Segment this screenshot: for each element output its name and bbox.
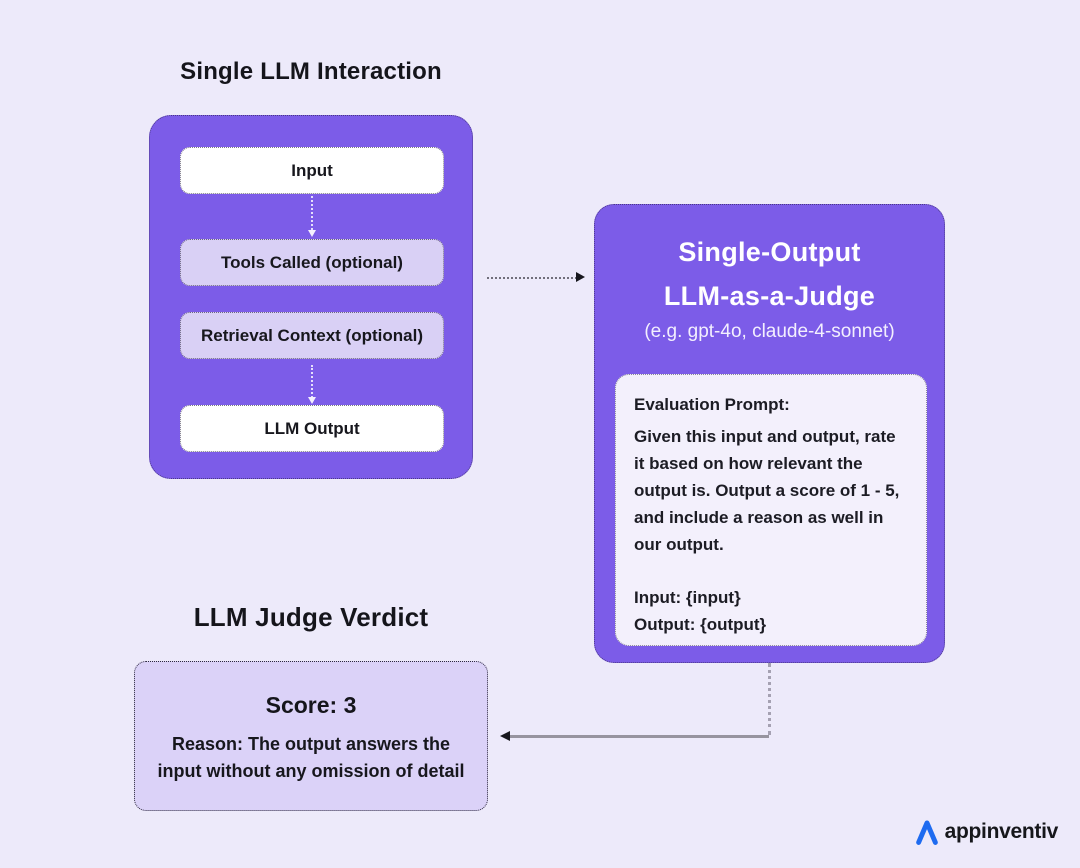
verdict-reason-line2: input without any omission of detail: [157, 761, 465, 781]
verdict-reason-line1: Reason: The output answers the: [171, 734, 451, 754]
single-llm-interaction-panel: Input Tools Called (optional) Retrieval …: [149, 115, 473, 479]
connector-flow-to-judge: [487, 277, 577, 279]
verdict-score: Score: 3: [265, 692, 357, 718]
evaluation-prompt-label: Evaluation Prompt:: [634, 395, 790, 414]
step-retrieval-context: Retrieval Context (optional): [180, 312, 444, 359]
verdict-box: Score: 3 Reason: The output answers the …: [134, 661, 488, 811]
arrow-left-icon: [495, 731, 510, 741]
step-llm-output: LLM Output: [180, 405, 444, 452]
arrow-down-icon: [308, 397, 316, 408]
llm-as-a-judge-panel: Single-Output LLM-as-a-Judge (e.g. gpt-4…: [594, 204, 945, 663]
prompt-output-line: Output: {output}: [634, 615, 767, 634]
verdict-reason: Reason: The output answers the input wit…: [135, 731, 487, 785]
brand-logo: appinventiv: [913, 816, 1058, 848]
judge-subtitle: (e.g. gpt-4o, claude-4-sonnet): [644, 321, 895, 342]
judge-title-line1: Single-Output: [678, 237, 861, 267]
step-input: Input: [180, 147, 444, 194]
prompt-input-line: Input: {input}: [634, 588, 741, 607]
connector-judge-to-verdict: [505, 735, 769, 738]
judge-title-line2: LLM-as-a-Judge: [663, 281, 876, 311]
verdict-title: LLM Judge Verdict: [193, 602, 429, 632]
arrow-retrieval-to-output: [308, 365, 316, 404]
brand-text: appinventiv: [944, 820, 1059, 843]
evaluation-prompt-body: Given this input and output, rate it bas…: [634, 427, 900, 554]
appinventiv-icon: [915, 820, 938, 845]
connector-judge-down: [768, 663, 771, 735]
arrow-down-icon: [308, 230, 316, 241]
arrow-right-icon: [576, 272, 590, 282]
arrow-input-to-tools: [308, 196, 316, 237]
step-tools-called: Tools Called (optional): [180, 239, 444, 286]
left-flow-title: Single LLM Interaction: [180, 58, 442, 85]
evaluation-prompt-box: Evaluation Prompt: Given this input and …: [615, 374, 927, 646]
